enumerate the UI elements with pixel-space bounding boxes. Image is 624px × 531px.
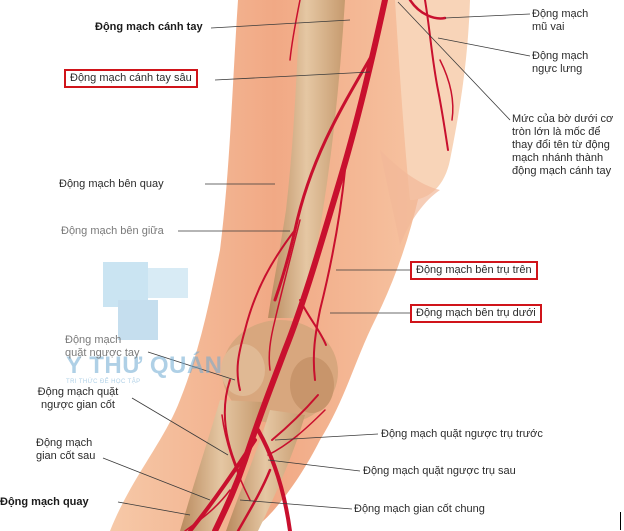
- circumflex-artery: [408, 0, 447, 20]
- deep-brachial-artery: [273, 53, 374, 302]
- olecranon: [290, 357, 334, 413]
- middle-collateral-artery: [268, 219, 301, 371]
- label-anterior-ulnar-recurrent-artery: Động mạch quặt ngược trụ trước: [381, 428, 543, 440]
- common-interosseous-artery: [236, 468, 272, 531]
- label-posterior-ulnar-recurrent-artery: Động mạch quặt ngược trụ sau: [363, 465, 516, 477]
- superior-ulnar-collateral-artery: [312, 169, 346, 381]
- chest-flap: [395, 0, 470, 200]
- watermark-brand: Y THƯ QUÁN: [66, 352, 223, 379]
- small-branch-2: [289, 0, 301, 61]
- interosseous-recurrent-artery: [221, 414, 251, 501]
- label-deep-brachial-artery: Động mạch cánh tay sâu: [64, 69, 198, 88]
- label-brachial-artery: Động mạch cánh tay: [95, 21, 203, 33]
- posterior-ulnar-recurrent-artery: [267, 409, 326, 456]
- watermark-logo: [103, 262, 188, 340]
- thoracodorsal-artery: [424, 0, 449, 151]
- label-radial-artery: Động mạch quay: [0, 496, 89, 508]
- artery-tree: [184, 0, 454, 531]
- radial-collateral-artery: [236, 229, 296, 391]
- posterior-interosseous-artery: [184, 489, 231, 531]
- label-radial-recurrent-artery: Động mạch quặt ngược tay: [65, 334, 140, 359]
- radius: [180, 400, 262, 531]
- label-common-interosseous-artery: Động mạch gian cốt chung: [354, 503, 485, 515]
- label-inferior-ulnar-collateral-artery: Động mạch bên trụ dưới: [410, 304, 542, 323]
- radial-recurrent-artery: [223, 379, 239, 471]
- label-middle-collateral-artery: Động mạch bên giữa: [61, 225, 164, 237]
- leader-lines: [102, 1, 531, 516]
- inferior-ulnar-collateral-artery: [299, 299, 327, 346]
- label-circumflex-artery: Động mạch mũ vai: [532, 8, 589, 33]
- label-teres-major-note: Mức của bờ dưới cơ tròn lớn là mốc để th…: [512, 113, 614, 177]
- label-posterior-interosseous-artery: Động mạch gian cốt sau: [36, 437, 96, 462]
- label-interosseous-recurrent-artery: Động mạch quặt ngược gian cốt: [37, 386, 119, 411]
- label-superior-ulnar-collateral-artery: Động mạch bên trụ trên: [410, 261, 538, 280]
- small-branch-1: [439, 59, 454, 121]
- watermark-tagline: TRI THỨC ĐỂ HỌC TẬP: [66, 379, 141, 385]
- label-thoracodorsal-artery: Động mạch ngực lưng: [532, 50, 589, 75]
- brachial-artery: [212, 0, 388, 531]
- humerus: [268, 0, 345, 318]
- anterior-ulnar-recurrent-artery: [271, 394, 319, 441]
- pectoral-fold: [380, 150, 440, 245]
- capitulum: [221, 344, 265, 396]
- label-radial-collateral-artery: Động mạch bên quay: [59, 178, 164, 190]
- text-cursor: [620, 512, 621, 530]
- ulnar-artery: [256, 428, 292, 531]
